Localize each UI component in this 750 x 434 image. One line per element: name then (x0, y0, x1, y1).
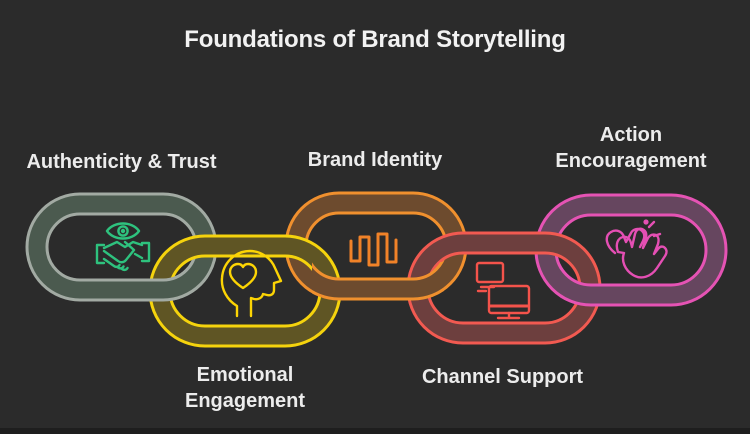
link-label-authenticity-trust: Authenticity & Trust (26, 151, 217, 173)
clapping-hands-icon (605, 219, 668, 279)
page-title: Foundations of Brand Storytelling (184, 26, 566, 53)
link-label-channel-support: Channel Support (421, 366, 584, 388)
monitors-icon (475, 261, 531, 320)
head-heart-icon (220, 249, 283, 318)
chain-link-action-encouragement (534, 193, 728, 307)
link-label-brand-identity: Brand Identity (307, 149, 443, 171)
bottom-edge-bar (0, 428, 750, 434)
chain-link-channel-support (406, 231, 602, 345)
soundwave-icon (349, 232, 398, 267)
link-label-emotional-engagement: Emotional Engagement (184, 364, 306, 412)
link-label-action-encouragement: Action Encouragement (555, 124, 707, 172)
eye-handshake-icon (95, 222, 151, 272)
